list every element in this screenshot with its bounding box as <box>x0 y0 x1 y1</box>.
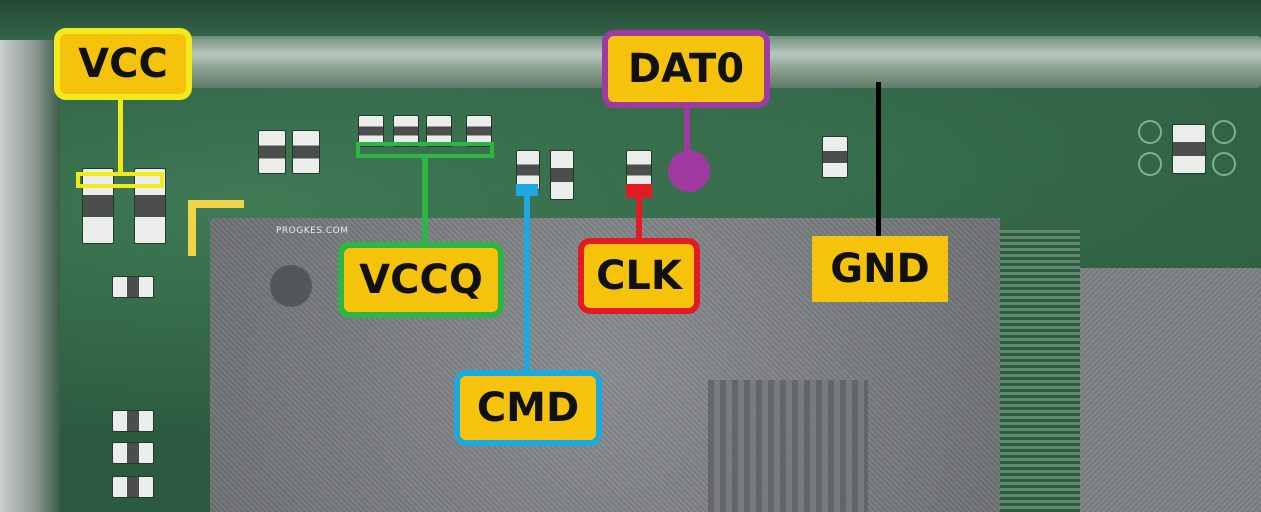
cmd-marker <box>516 184 538 196</box>
capacitor <box>822 136 848 178</box>
secondary-chip <box>1080 268 1261 512</box>
vcc-marker <box>76 172 164 188</box>
clk-marker <box>626 184 652 198</box>
resistor <box>112 276 154 298</box>
clk-label: CLK <box>578 238 700 314</box>
vccq-leader-line <box>422 158 428 242</box>
resistor <box>112 442 154 464</box>
gnd-label: GND <box>812 236 948 302</box>
via-pad <box>1138 152 1162 176</box>
capacitor <box>292 130 320 174</box>
capacitor <box>1172 124 1206 174</box>
cmd-label: CMD <box>454 370 602 446</box>
capacitor-vccq <box>358 115 384 147</box>
gnd-leader-line <box>876 82 881 236</box>
via-pad <box>1212 152 1236 176</box>
vccq-marker <box>356 142 494 158</box>
chip-marking <box>708 380 868 512</box>
resistor <box>550 150 574 200</box>
capacitor-vccq <box>393 115 419 147</box>
cmd-leader-line <box>524 196 530 370</box>
dat0-leader-line <box>684 106 690 154</box>
resistor <box>112 476 154 498</box>
dat0-marker <box>668 150 710 192</box>
pin1-dot <box>270 265 312 307</box>
via-pad <box>1138 120 1162 144</box>
capacitor-vccq <box>466 115 492 147</box>
vcc-label: VCC <box>54 28 192 100</box>
left-shield <box>0 40 60 512</box>
resistor-clk <box>626 150 652 190</box>
capacitor-vcc-1 <box>82 168 114 244</box>
chip-corner-marker <box>188 200 244 256</box>
vccq-label: VCCQ <box>338 242 504 318</box>
capacitor-vccq <box>426 115 452 147</box>
vcc-leader-line <box>118 96 123 172</box>
clk-leader-line <box>636 198 642 240</box>
resistor-cmd <box>516 150 540 190</box>
resistor <box>112 410 154 432</box>
watermark: PROGKES.COM <box>276 226 349 236</box>
via-pad <box>1212 120 1236 144</box>
dat0-label: DAT0 <box>602 30 770 108</box>
capacitor <box>258 130 286 174</box>
fine-traces <box>1000 230 1080 512</box>
